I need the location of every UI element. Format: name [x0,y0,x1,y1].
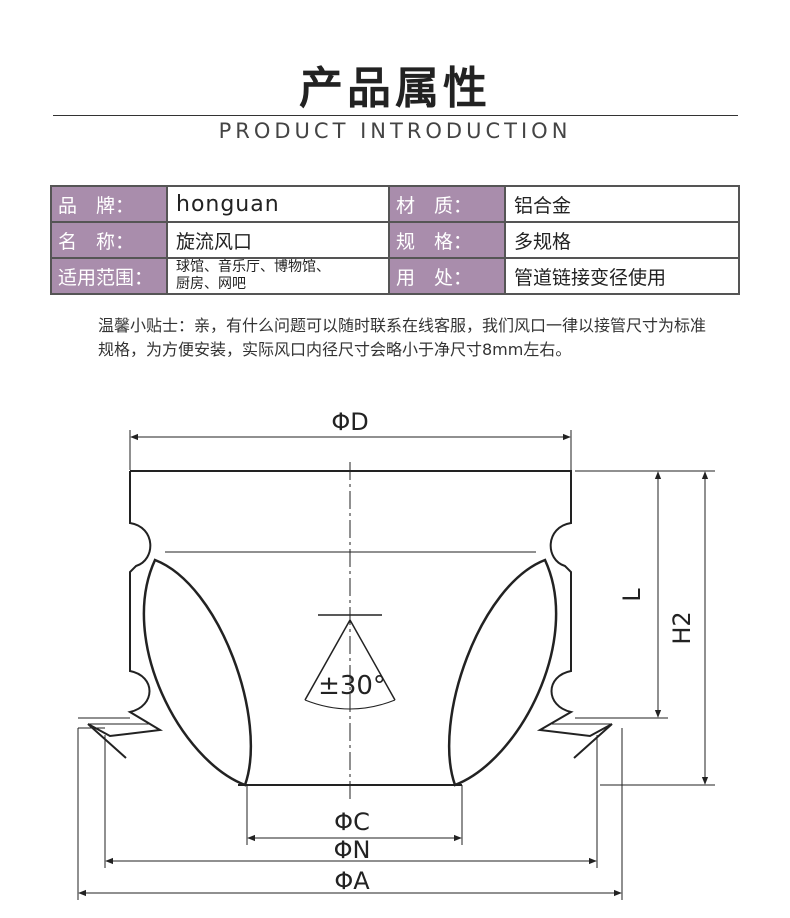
label-a: ΦA [334,867,370,895]
name-label-cell: 名 称： [50,221,168,259]
tip-text: 温馨小贴士：亲，有什么问题可以随时联系在线客服，我们风口一律以接管尺寸为标准规格… [98,316,707,359]
dimension-h2 [600,470,715,786]
label-n: ΦN [334,836,371,864]
name-label: 名 称： [58,230,135,253]
material-value: 铝合金 [504,185,740,223]
material-label-cell: 材 质： [388,185,506,223]
brand-label: 品 牌： [58,194,135,217]
page-subtitle: PRODUCT INTRODUCTION [218,119,572,143]
dimension-n [104,735,598,868]
angle-indicator [304,614,396,710]
table-row: 适用范围： 球馆、音乐厅、博物馆、 厨房、网吧 用 处： 管道链接变径使用 [50,257,740,295]
dimension-a [77,728,623,900]
dimension-c [246,785,463,845]
scope-value-line2: 厨房、网吧 [176,276,246,292]
vent-diagram: ΦD ±30° L H2 ΦC [77,408,715,900]
scope-label: 适用范围： [58,266,154,289]
scope-value-line1: 球馆、音乐厅、博物馆、 [176,259,330,275]
spec-label: 规 格： [396,230,473,253]
name-value: 旋流风口 [166,221,390,259]
label-angle: ±30° [318,671,386,701]
spec-label-cell: 规 格： [388,221,506,259]
scope-label-cell: 适用范围： [50,257,168,295]
label-h2: H2 [668,611,696,644]
label-d: ΦD [331,408,368,436]
label-c: ΦC [334,808,370,836]
material-label: 材 质： [396,194,473,217]
scope-value: 球馆、音乐厅、博物馆、 厨房、网吧 [166,257,390,295]
page-title: 产品属性 [299,63,491,114]
left-blade [142,558,253,787]
use-label: 用 处： [396,266,473,289]
table-row: 品 牌： honguan 材 质： 铝合金 [50,185,740,223]
use-label-cell: 用 处： [388,257,506,295]
title-divider [53,115,738,116]
label-l: L [618,588,646,602]
dimension-d [129,430,572,470]
brand-value: honguan [166,185,390,223]
spec-value: 多规格 [504,221,740,259]
use-value: 管道链接变径使用 [504,257,740,295]
dimension-l [575,470,668,719]
brand-label-cell: 品 牌： [50,185,168,223]
right-blade [447,558,558,787]
attributes-table: 品 牌： honguan 材 质： 铝合金 名 称： 旋流风口 规 格： 多规格… [50,185,740,295]
table-row: 名 称： 旋流风口 规 格： 多规格 [50,221,740,259]
